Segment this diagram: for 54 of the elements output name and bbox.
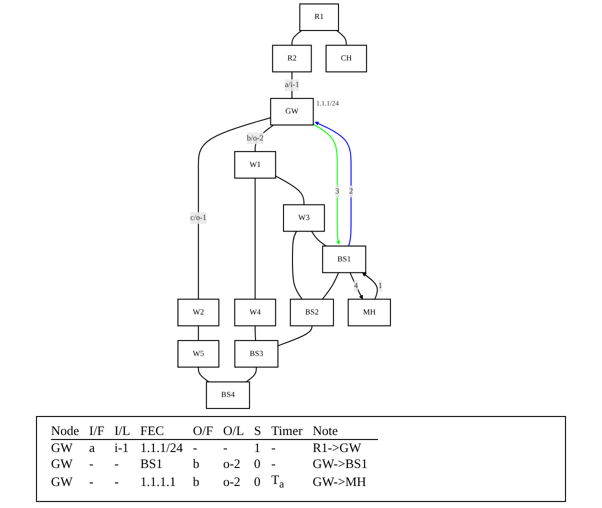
table-cell-text: BS1: [140, 456, 163, 472]
column-header: Timer: [271, 423, 303, 438]
table-cell-text: 0: [254, 456, 261, 472]
connector: [197, 117, 271, 300]
connector: [274, 176, 304, 206]
table-cell-text: T$_{a}$: [271, 472, 284, 488]
table-cell-text: a: [89, 440, 95, 456]
connector: [336, 30, 346, 46]
table-cell-text: o-2: [223, 456, 240, 472]
table-cell-text: R1->GW: [312, 440, 362, 456]
table-cell-text: b: [192, 456, 200, 472]
table-cell-text: GW->BS1: [312, 456, 368, 472]
table-cell-text: 1.1.1/24: [140, 440, 183, 456]
column-header: O/F: [192, 423, 214, 438]
table-cell-text: -: [271, 440, 276, 456]
table-cell-text: -: [114, 474, 119, 489]
connector: [276, 325, 312, 346]
table-cell-text: i-1: [114, 440, 129, 456]
connector: [291, 30, 302, 46]
arrow: [312, 124, 340, 245]
column-header: I/L: [114, 423, 130, 438]
table-cell-text: GW->MH: [312, 474, 366, 489]
connector: [321, 272, 339, 300]
arrow: [362, 272, 378, 300]
table-cell-text: 0: [254, 474, 261, 489]
arrow: [314, 122, 352, 247]
table-cell-text: -: [223, 440, 228, 456]
table-cell-text: 1.1.1.1: [140, 474, 176, 489]
table-cell-text: -: [271, 456, 276, 472]
table-cell-text: -: [114, 456, 119, 472]
column-header: Note: [312, 423, 338, 438]
connector: [245, 366, 256, 382]
table-cell-text: -: [89, 474, 94, 489]
arrow: [349, 272, 362, 300]
column-header: FEC: [140, 423, 164, 438]
connector: [254, 178, 256, 300]
table-cell-text: -: [192, 440, 198, 456]
table-cell-text: GW: [51, 474, 73, 489]
table-cell-text: 1: [254, 440, 261, 456]
connector: [197, 325, 198, 342]
table-cell-text: o-2: [223, 474, 240, 489]
table-cell-text: -: [89, 456, 94, 472]
connector: [310, 230, 326, 247]
table-cell-text: b: [192, 474, 200, 489]
connector: [197, 366, 210, 382]
column-header: O/L: [223, 423, 244, 438]
connector: [254, 325, 256, 342]
column-header: S: [254, 423, 262, 438]
column-header: I/F: [89, 423, 104, 438]
table-cell-text: GW: [51, 456, 73, 472]
table-cell-text: GW: [51, 440, 73, 456]
column-header: Node: [51, 423, 80, 438]
connector: [292, 230, 302, 300]
connector: [254, 124, 274, 152]
